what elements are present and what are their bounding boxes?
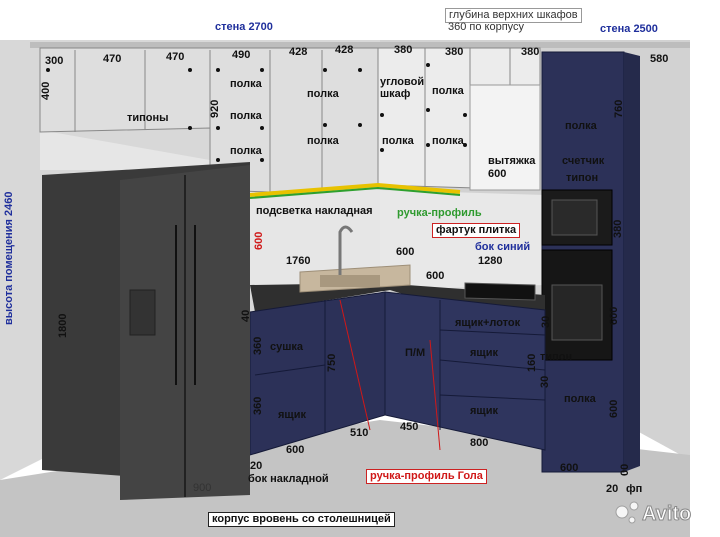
hood-area [469,84,541,191]
dim-600-mid: 600 [426,270,445,282]
filler-label: фп [626,483,643,495]
shelf-label-8: полка [432,135,464,147]
dim-360a: 360 [252,336,264,355]
dim-00: 00 [619,463,631,476]
shelf-label-7: полка [382,135,414,147]
flush-note: корпус вровень со столешницей [208,512,395,527]
side-blue-label: бок синий [475,241,531,253]
hood-label-1: вытяжка [488,155,536,167]
dim-800: 800 [470,437,489,449]
gola-line-left [339,299,371,431]
dim-750: 750 [326,353,338,372]
shelf-label-5: полка [230,145,262,157]
tall-column-side [624,52,640,472]
dim-20b: 20 [606,483,619,495]
dim-300: 300 [45,55,64,67]
side-overlay-label: бок накладной [248,473,329,485]
dim-380b: 380 [445,46,464,58]
gola-label: ручка-профиль Гола [366,469,487,484]
drawer-label-left: ящик [278,409,306,421]
tipon-tall-label: типон [566,172,599,184]
base-cabinets-right [384,291,546,451]
hood-label-2: 600 [488,168,507,180]
depth-label-line2: 360 по корпусу [448,21,525,33]
ceiling-edge [30,42,690,48]
tipon-low-label: типон [540,351,573,363]
dim-600-top: 600 [396,246,415,258]
tipony-label: типоны [127,112,169,124]
dim-380c: 380 [521,46,540,58]
wall-left-label: стена 2700 [215,21,273,33]
room-height-label: высота помещения 2460 [3,191,15,325]
dim-920: 920 [209,99,221,118]
dim-360b: 360 [252,396,264,415]
faucet [338,225,354,275]
dim-400: 400 [40,81,52,100]
depth-label-line1: глубина верхних шкафов [445,8,582,23]
handle-profile-label: ручка-профиль [397,207,482,219]
shelf-pins [46,63,467,162]
dim-600-right: 600 [608,399,620,418]
shelf-label-6: полка [432,85,464,97]
dim-30a: 30 [540,315,552,328]
corner-cabinet-label-1: угловой [380,76,425,88]
dim-428a: 428 [289,46,308,58]
dishwasher-label: П/М [405,347,426,359]
dryer-label: сушка [270,341,304,353]
dim-580: 580 [650,53,669,65]
dim-600-bottom: 600 [286,444,305,456]
gola-line-right [429,339,441,451]
shelf-label-2: полка [307,88,339,100]
dim-1760: 1760 [286,255,311,267]
drawer-label-2: ящик [470,347,498,359]
dim-1800: 1800 [57,313,69,338]
dim-428b: 428 [335,44,354,56]
dim-380-oven: 380 [612,219,624,238]
dim-760: 760 [613,99,625,118]
dim-900: 900 [193,482,212,494]
drawer-tray-label: ящик+лоток [455,317,521,329]
dim-160: 160 [526,353,538,372]
dim-510: 510 [350,427,369,439]
corner-cabinet-label-2: шкаф [380,88,411,100]
avito-watermark: Avito [641,503,692,525]
floor [0,420,690,537]
dim-470a: 470 [103,53,122,65]
dim-600-corner: 600 [560,462,579,474]
dim-600-red: 600 [253,231,265,250]
handle-profile-line [249,186,461,199]
shelf-label-3: полка [230,110,262,122]
avito-logo-icon [615,501,639,524]
shelf-label-4: полка [307,135,339,147]
shelf-label-1: полка [230,78,262,90]
dim-40: 40 [240,309,252,322]
backsplash-right [380,190,545,290]
dim-30b: 30 [539,375,551,388]
cooktop [464,282,536,301]
led-strip [249,182,461,197]
tall-shelf-label: полка [565,120,597,132]
backlight-label: подсветка накладная [256,205,373,217]
shelf-low-label: полка [564,393,596,405]
meter-label: счетчик [562,155,605,167]
dim-490: 490 [232,49,251,61]
drawer-label-3: ящик [470,405,498,417]
apron-label: фартук плитка [432,223,521,238]
wall-right-label: стена 2500 [600,23,658,35]
dim-470b: 470 [166,51,185,63]
dim-1280: 1280 [478,255,503,267]
dim-450: 450 [400,421,419,433]
fridge-dispenser [129,289,156,336]
dim-600-oven: 600 [608,306,620,325]
dim-20a: 20 [250,460,263,472]
dim-380a: 380 [394,44,413,56]
